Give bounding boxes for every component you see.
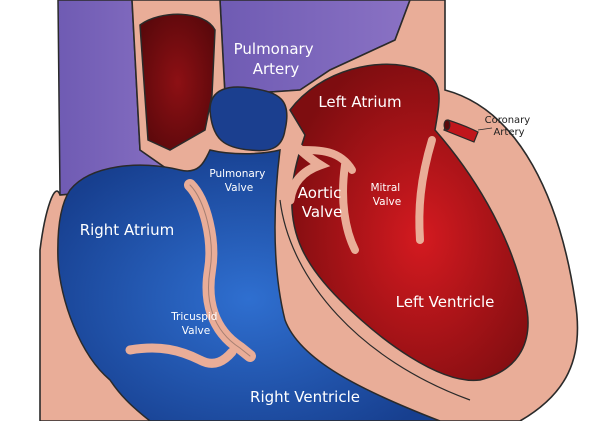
label-left-atrium: Left Atrium [318, 93, 401, 111]
label-aortic-valve: Aortic Valve [298, 184, 346, 221]
label-left-ventricle: Left Ventricle [396, 293, 495, 311]
label-right-atrium: Right Atrium [80, 221, 175, 239]
interatrial-septum-outline [189, 184, 251, 357]
mitral-leaflet-left [339, 161, 359, 254]
pulmonary-root [209, 86, 288, 152]
left-ventricle-wall [279, 199, 471, 401]
interatrial-septum [184, 179, 256, 362]
mitral-leaflet-right [415, 136, 436, 244]
aortic-arch [139, 13, 216, 151]
coronary-artery-pointer [477, 127, 493, 131]
left-heart-chamber [289, 63, 529, 382]
label-mitral-valve: Mitral Valve [370, 182, 403, 208]
label-pulmonary-artery: Pulmonary Artery [234, 40, 319, 78]
label-tricuspid-valve: Tricuspid Valve [170, 311, 221, 337]
label-pulmonary-valve: Pulmonary Valve [209, 168, 268, 194]
label-coronary-artery: Coronary Artery [485, 115, 534, 138]
label-right-ventricle: Right Ventricle [250, 388, 360, 406]
tricuspid-leaflet [125, 343, 237, 368]
coronary-artery-opening [443, 119, 451, 131]
right-heart-chamber [57, 149, 441, 421]
coronary-artery-vessel [443, 119, 479, 143]
